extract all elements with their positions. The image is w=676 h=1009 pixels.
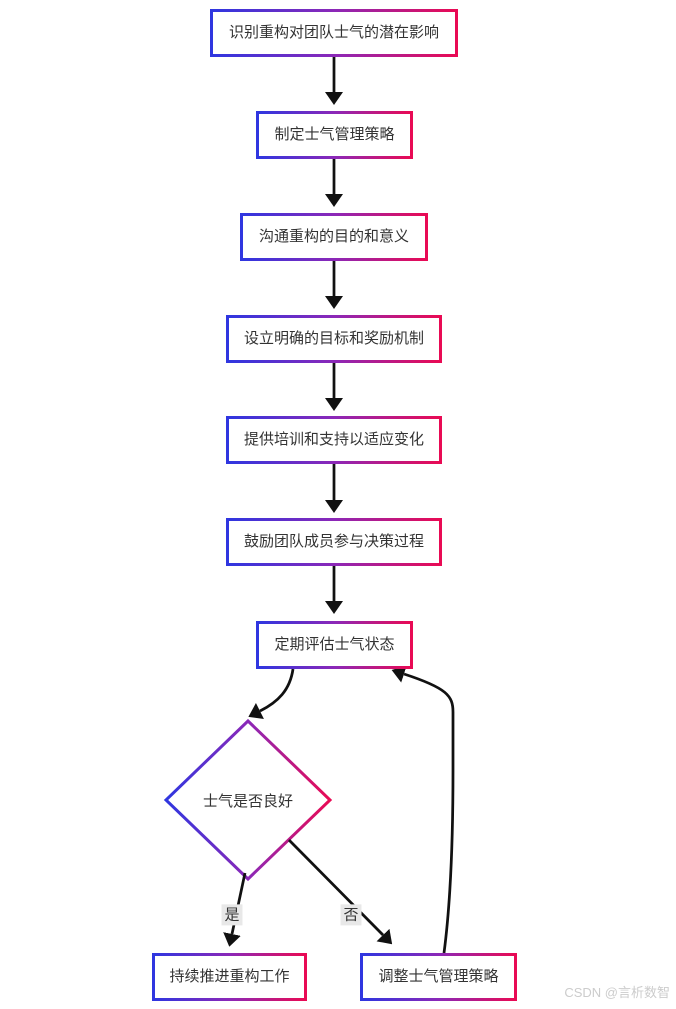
node-communicate-purpose: 沟通重构的目的和意义 — [240, 213, 428, 261]
node-continue-refactoring: 持续推进重构工作 — [152, 953, 307, 1001]
decision-diamond-shape — [163, 718, 333, 882]
node-adjust-strategy: 调整士气管理策略 — [360, 953, 517, 1001]
node-set-goals-rewards: 设立明确的目标和奖励机制 — [226, 315, 442, 363]
csdn-watermark: CSDN @言析数智 — [564, 985, 670, 1000]
node-identify-impact: 识别重构对团队士气的潜在影响 — [210, 9, 458, 57]
edge-label-yes: 是 — [221, 904, 243, 926]
edge-label-no: 否 — [340, 904, 362, 926]
node-evaluate-morale: 定期评估士气状态 — [256, 621, 413, 669]
node-develop-strategy: 制定士气管理策略 — [256, 111, 413, 159]
edge-adjust-loop-to-evaluate — [391, 665, 455, 954]
edge-decision-no — [288, 839, 393, 945]
node-provide-training: 提供培训和支持以适应变化 — [226, 416, 442, 464]
node-encourage-participation: 鼓励团队成员参与决策过程 — [226, 518, 442, 566]
edge-evaluate-to-decision — [248, 668, 295, 720]
